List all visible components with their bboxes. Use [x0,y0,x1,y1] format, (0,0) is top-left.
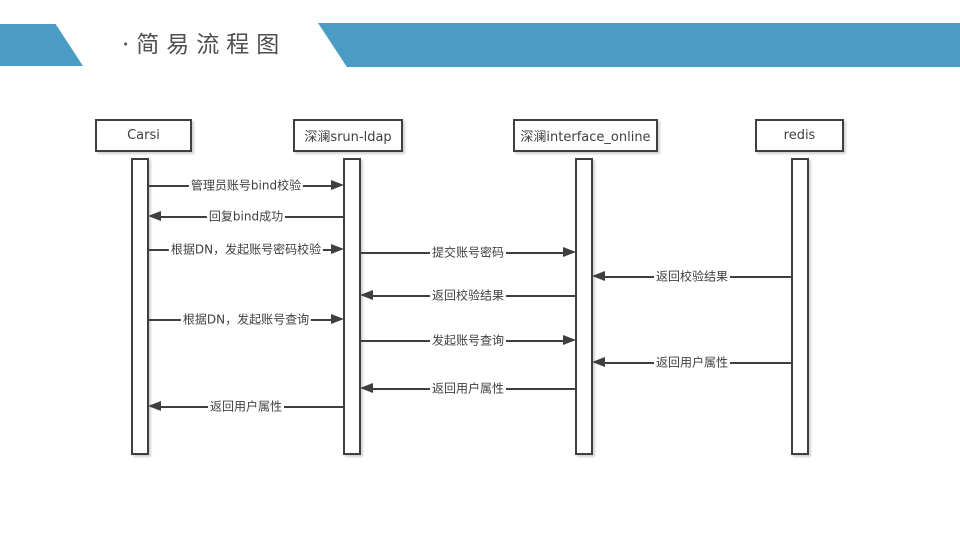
actor-box-srun-ldap: 深澜srun-ldap [293,119,403,152]
message-label: 返回用户属性 [429,381,507,397]
lifeline-srun-ldap [343,158,361,455]
arrowhead-icon [148,401,161,411]
lifeline-interface-online [575,158,593,455]
message-label: 发起账号查询 [429,333,507,349]
message-label: 根据DN，发起账号密码校验 [168,242,324,258]
message-label: 返回用户属性 [653,355,731,371]
message-label: 根据DN，发起账号查询 [180,312,312,328]
actor-box-redis: redis [755,119,844,152]
message-label: 提交账号密码 [429,245,507,261]
arrowhead-icon [592,357,605,367]
arrowhead-icon [563,247,576,257]
arrowhead-icon [563,335,576,345]
lifeline-carsi [131,158,149,455]
message-label: 回复bind成功 [206,209,286,225]
slide-title: ·简易流程图 [122,32,287,58]
actor-box-carsi: Carsi [95,119,192,152]
arrowhead-icon [592,271,605,281]
message-label: 返回校验结果 [653,269,731,285]
arrowhead-icon [148,211,161,221]
arrowhead-icon [331,244,344,254]
actor-label-srun-ldap: 深澜srun-ldap [304,130,392,145]
lifeline-redis [791,158,809,455]
arrowhead-icon [331,180,344,190]
arrowhead-icon [360,383,373,393]
message-label: 返回用户属性 [207,399,285,415]
actor-label-redis: redis [783,128,816,143]
message-label: 返回校验结果 [429,288,507,304]
actor-label-interface-online: 深澜interface_online [520,130,651,145]
header-accent-right-shape [318,23,960,67]
actor-label-carsi: Carsi [127,128,160,143]
message-label: 管理员账号bind校验 [188,178,304,194]
arrowhead-icon [360,290,373,300]
actor-box-interface-online: 深澜interface_online [513,119,658,152]
arrowhead-icon [331,314,344,324]
